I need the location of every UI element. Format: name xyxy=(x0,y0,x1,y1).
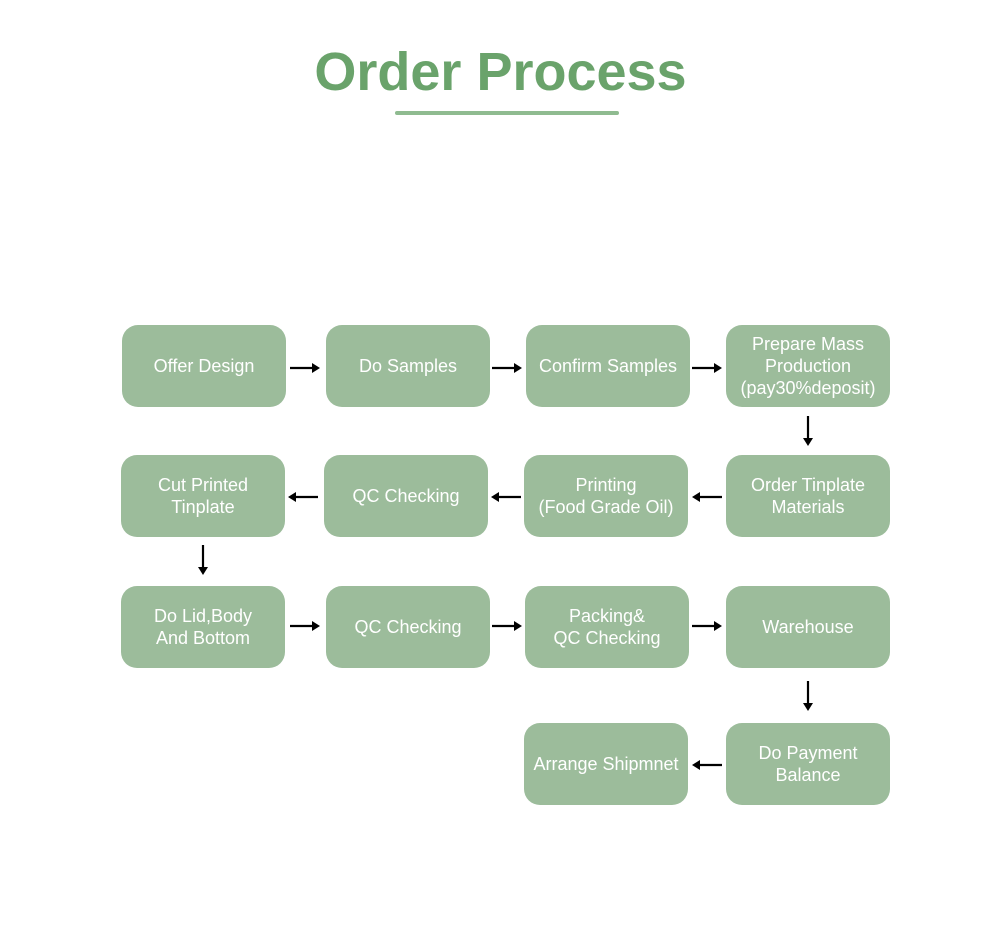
step-label: Warehouse xyxy=(762,617,854,637)
arrow-right-icon xyxy=(290,621,320,631)
arrow-left-icon xyxy=(491,492,521,502)
step-label: QC Checking xyxy=(354,617,462,637)
step-label: Packing& QC Checking xyxy=(553,606,661,648)
arrow-left-icon xyxy=(692,760,722,770)
step-prepare-mass-production: Prepare Mass Production (pay30%deposit) xyxy=(726,325,890,407)
step-label: Do Payment Balance xyxy=(758,743,858,785)
step-label: Order Tinplate Materials xyxy=(750,475,866,517)
step-offer-design: Offer Design xyxy=(122,325,286,407)
step-label: QC Checking xyxy=(352,486,460,506)
step-do-payment-balance: Do Payment Balance xyxy=(726,723,890,805)
page-title: Order Process xyxy=(314,42,687,102)
step-label: Offer Design xyxy=(153,356,255,376)
arrow-down-icon xyxy=(803,416,813,446)
step-label: Do Samples xyxy=(358,356,458,376)
step-qc-checking-2: QC Checking xyxy=(326,586,490,668)
arrow-down-icon xyxy=(198,545,208,575)
step-label: Printing (Food Grade Oil) xyxy=(538,475,674,517)
step-confirm-samples: Confirm Samples xyxy=(526,325,690,407)
step-label: Do Lid,Body And Bottom xyxy=(153,606,253,648)
step-order-tinplate-materials: Order Tinplate Materials xyxy=(726,455,890,537)
arrow-left-icon xyxy=(692,492,722,502)
title-underline xyxy=(395,111,619,115)
step-do-samples: Do Samples xyxy=(326,325,490,407)
step-packing-qc-checking: Packing& QC Checking xyxy=(525,586,689,668)
step-label: Cut Printed Tinplate xyxy=(157,475,249,517)
arrow-right-icon xyxy=(692,363,722,373)
arrow-left-icon xyxy=(288,492,318,502)
step-do-lid-body-bottom: Do Lid,Body And Bottom xyxy=(121,586,285,668)
step-label: Arrange Shipmnet xyxy=(533,754,679,774)
step-warehouse: Warehouse xyxy=(726,586,890,668)
arrow-down-icon xyxy=(803,681,813,711)
arrow-right-icon xyxy=(492,363,522,373)
arrow-right-icon xyxy=(492,621,522,631)
step-label: Prepare Mass Production (pay30%deposit) xyxy=(740,334,876,398)
arrow-right-icon xyxy=(692,621,722,631)
step-cut-printed-tinplate: Cut Printed Tinplate xyxy=(121,455,285,537)
step-arrange-shipment: Arrange Shipmnet xyxy=(524,723,688,805)
step-printing: Printing (Food Grade Oil) xyxy=(524,455,688,537)
step-label: Confirm Samples xyxy=(538,356,678,376)
arrow-right-icon xyxy=(290,363,320,373)
step-qc-checking-1: QC Checking xyxy=(324,455,488,537)
